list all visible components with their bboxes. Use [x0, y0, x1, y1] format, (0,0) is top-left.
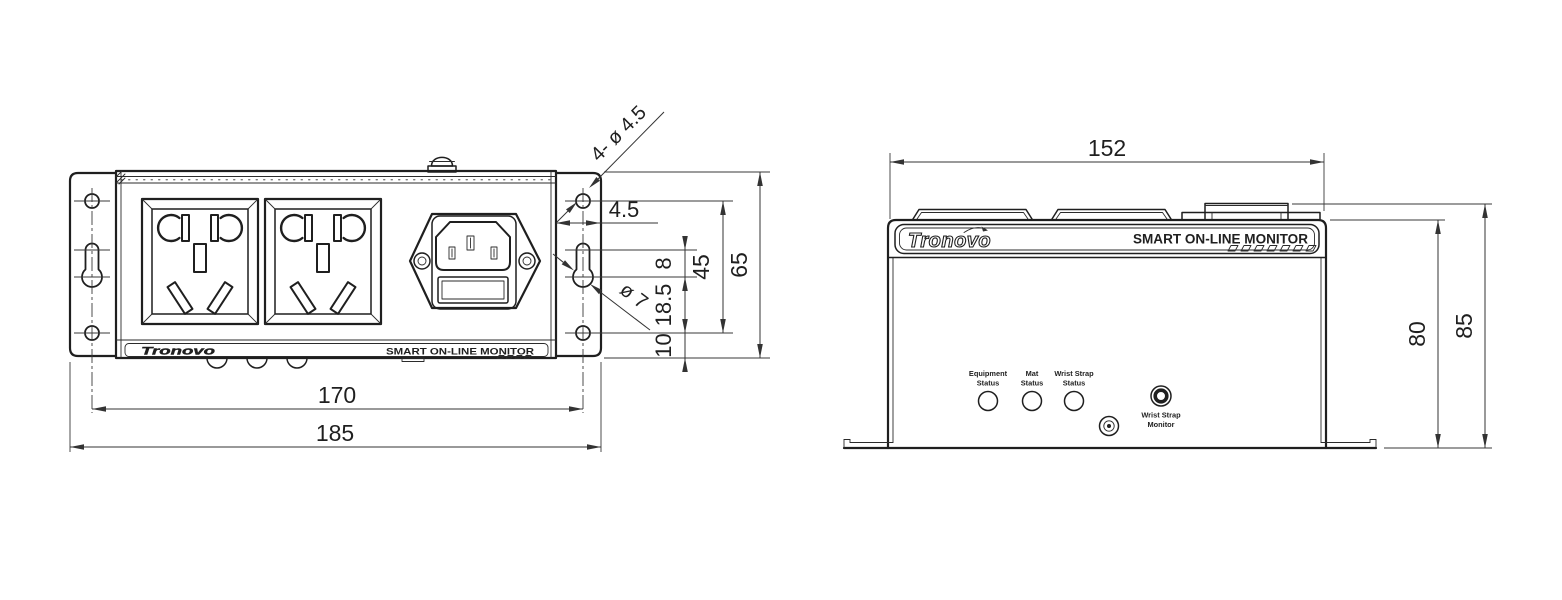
wrist-strap-monitor-jack: [1150, 385, 1172, 407]
front-right-mounting-ear: [554, 171, 603, 413]
top-screw: [427, 156, 457, 173]
rear-iec-bump: [1181, 202, 1321, 220]
front-strip-dashes: [496, 355, 532, 359]
wrist-strap-status-led: [1063, 390, 1085, 412]
rear-top-bumps: [912, 202, 1321, 220]
front-product-text: SMART ON-LINE MONITOR: [386, 347, 535, 357]
dim-text-8: 8: [651, 257, 676, 269]
callout-keyhole: ø 7: [552, 253, 652, 331]
fuse-drawer: [437, 276, 509, 304]
ground-connector: [1098, 415, 1120, 437]
bottom-tab: [401, 357, 425, 362]
mat-status-label-line2: Status: [1021, 379, 1044, 388]
wrist-strap-monitor-label-line2: Monitor: [1147, 420, 1174, 429]
dim-keyhole-stack: 8 18.5 10: [651, 236, 688, 372]
front-enclosure-body: Tronovo SMART ON-LINE MONITOR: [114, 156, 558, 369]
wrist-strap-status-label-line2: Status: [1063, 379, 1086, 388]
front-left-mounting-ear: [68, 171, 118, 413]
dim-rear-overall-height: 85: [1451, 204, 1488, 448]
iec-inlet-module: [408, 212, 542, 310]
dim-text-85: 85: [1451, 313, 1477, 339]
dim-hole-span-horizontal: 170: [92, 382, 583, 412]
dim-text-10: 10: [651, 333, 676, 357]
dim-text-65: 65: [726, 252, 752, 278]
rear-logo: Tronovo: [907, 226, 991, 253]
wrist-strap-status-label-line1: Wrist Strap: [1054, 369, 1094, 378]
dim-overall-width: 185: [70, 420, 601, 450]
rear-enclosure-body: Tronovo SMART ON-LINE MONITOR: [886, 218, 1328, 450]
iec-pins: [448, 235, 498, 260]
dim-hole-span-vertical: 45: [688, 201, 726, 333]
dim-overall-height: 65: [726, 172, 763, 358]
dim-rear-width: 152: [890, 135, 1324, 165]
socket-left: [140, 197, 260, 326]
rear-product-text: SMART ON-LINE MONITOR: [1133, 232, 1308, 247]
callout-text-keyhole: ø 7: [615, 279, 651, 314]
corner-hatch: [115, 170, 126, 185]
rear-extension-lines: [889, 153, 1492, 449]
foot-bump: [206, 357, 228, 369]
dim-text-45: 45: [688, 254, 714, 280]
dim-text-152: 152: [1088, 135, 1126, 161]
socket-right: [263, 197, 383, 326]
front-view: Tronovo SMART ON-LINE MONITOR: [68, 102, 770, 452]
equipment-status-led: [977, 390, 999, 412]
dim-text-4-5: 4.5: [609, 197, 640, 222]
rear-strip-dashes: [1227, 245, 1317, 252]
foot-bump: [286, 357, 308, 369]
mat-status-led: [1021, 390, 1043, 412]
front-logo-text: Tronovo: [141, 346, 215, 358]
dim-rear-body-height: 80: [1404, 220, 1441, 448]
callout-text-mount-holes: 4- ø 4.5: [587, 102, 651, 166]
rear-logo-text: Tronovo: [908, 230, 991, 252]
foot-bump: [246, 357, 268, 369]
mat-status-label-line1: Mat: [1026, 369, 1039, 378]
front-extension-lines: [69, 171, 770, 452]
dim-text-18-5: 18.5: [651, 284, 676, 327]
dim-text-80: 80: [1404, 321, 1430, 347]
rear-view: Tronovo SMART ON-LINE MONITOR: [842, 135, 1492, 450]
dim-text-170: 170: [318, 382, 356, 408]
dim-edge-gap: 4.5: [556, 197, 658, 226]
equipment-status-label-line1: Equipment: [969, 369, 1008, 378]
wrist-strap-monitor-label-line1: Wrist Strap: [1141, 411, 1181, 420]
rear-status-panel: Equipment Status Mat Status Wrist Strap …: [969, 369, 1181, 437]
equipment-status-label-line2: Status: [977, 379, 1000, 388]
rear-mounting-feet: [842, 439, 1378, 450]
dim-text-185: 185: [316, 420, 354, 446]
